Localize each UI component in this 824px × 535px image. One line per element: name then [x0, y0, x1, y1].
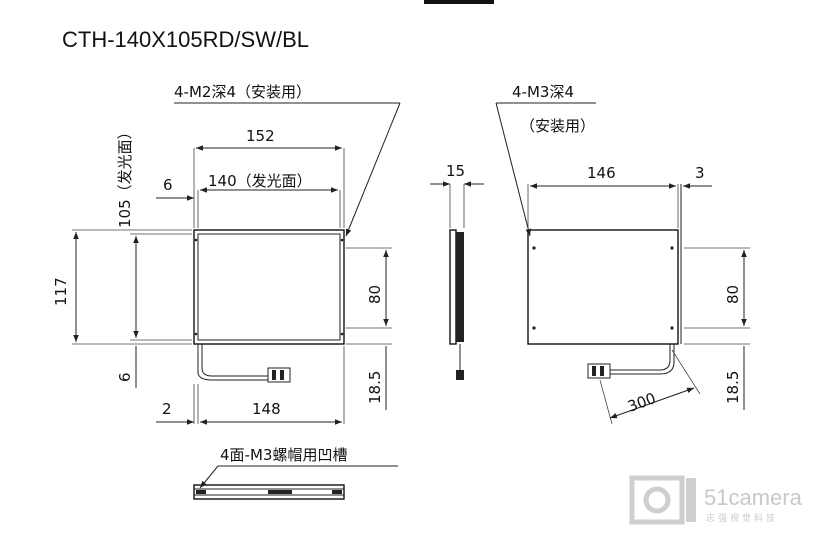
dim-thickness: 15	[446, 162, 465, 180]
back-cable	[610, 344, 671, 371]
front-mount-note: 4-M2深4（安装用）	[174, 83, 311, 101]
side-connector	[456, 370, 464, 380]
dim-cable-length: 300	[625, 389, 658, 416]
front-panel-outline	[193, 229, 345, 345]
dim-back-edge: 3	[695, 164, 705, 182]
front-connector	[267, 367, 291, 383]
dim-back-hole-pitch: 80	[724, 285, 742, 304]
dim-left-offset: 6	[163, 176, 173, 194]
dim-hole-pitch: 80	[366, 285, 384, 304]
top-edge-mark	[424, 0, 494, 4]
dim-bottom-offset: 6	[116, 372, 134, 382]
dim-width-overall: 152	[246, 127, 275, 145]
bottom-groove-note: 4面-M3螺帽用凹槽	[220, 446, 347, 464]
side-view: 15	[430, 162, 484, 380]
bottom-view: 4面-M3螺帽用凹槽	[193, 446, 398, 500]
back-view: 146 3 80 18.5 300 4-M3深4 （安装用）	[495, 83, 750, 425]
watermark-tagline: 志强视觉科技	[706, 512, 778, 524]
camera-logo-icon	[629, 475, 685, 525]
watermark-brand: 51camera	[704, 485, 803, 510]
bottom-profile	[193, 484, 345, 500]
back-mount-note-line1: 4-M3深4	[512, 83, 574, 101]
front-emitting-area	[197, 233, 341, 341]
dim-cable-offset: 18.5	[366, 371, 384, 404]
dim-height-emitting: 105（发光面）	[116, 124, 134, 228]
dim-back-cable-offset: 18.5	[724, 371, 742, 404]
dim-back-width: 146	[587, 164, 616, 182]
dim-width-emitting: 140（发光面）	[208, 172, 312, 190]
back-panel-outline	[527, 229, 679, 345]
front-view: 152 140（发光面） 6 117 105（发光面） 6 80 18.5 2 …	[52, 83, 401, 425]
dim-base-offset: 2	[162, 400, 172, 418]
front-cable	[201, 344, 268, 377]
back-mount-note-line2: （安装用）	[520, 117, 595, 135]
watermark-logo: 51camera 志强视觉科技	[629, 475, 803, 525]
dim-base-width: 148	[252, 400, 281, 418]
side-diffuser	[456, 232, 464, 342]
drawing-title: CTH-140X105RD/SW/BL	[62, 27, 309, 52]
side-panel-outline	[449, 229, 457, 345]
dim-height-overall: 117	[52, 277, 70, 306]
back-connector	[587, 363, 611, 379]
